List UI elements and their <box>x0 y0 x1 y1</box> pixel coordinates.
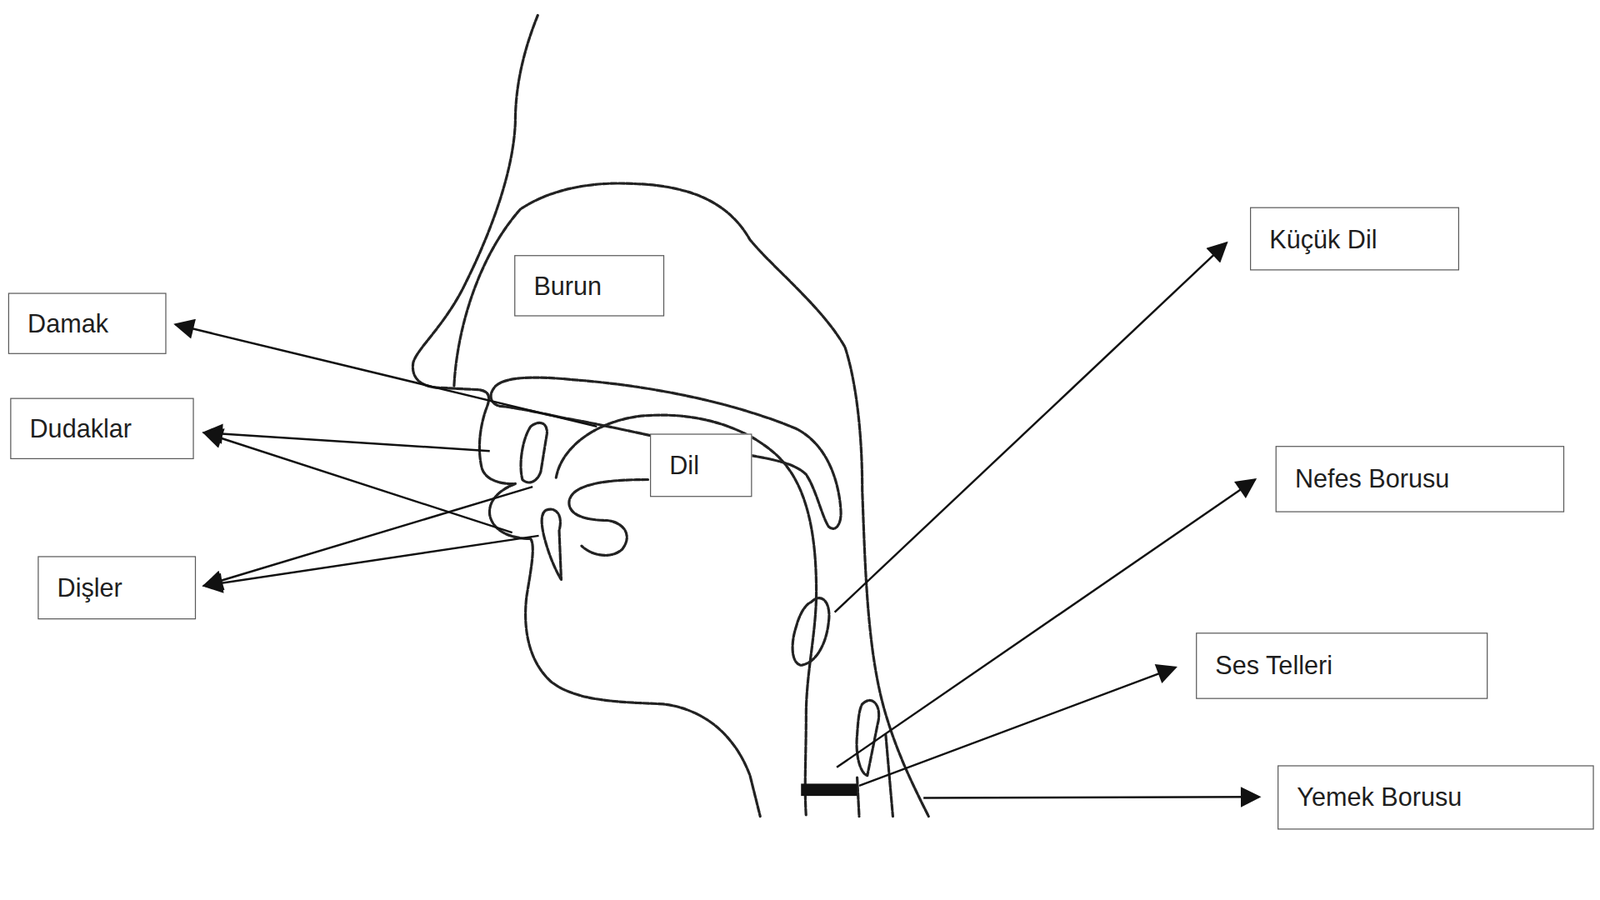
part-name: Dişler <box>57 573 123 603</box>
epiglottis <box>792 598 830 666</box>
vocal-cords-bar <box>800 783 857 796</box>
tongue-tip <box>569 480 649 556</box>
leader-line <box>835 242 1227 612</box>
lower-teeth <box>541 509 561 580</box>
leader-line <box>923 796 1260 798</box>
part-name: Ses Telleri <box>1215 650 1333 680</box>
leader-line <box>836 480 1255 768</box>
leader-line <box>204 486 533 586</box>
part-name: Burun <box>533 270 602 300</box>
part-name: Yemek Borusu <box>1296 782 1462 812</box>
part-name: Damak <box>27 309 109 339</box>
part-name: Dil <box>669 450 700 480</box>
leader-line <box>204 432 513 533</box>
label-box: Yemek Borusu <box>1277 765 1595 830</box>
label-box: Ses Telleri <box>1195 632 1488 700</box>
trachea-wall <box>857 777 860 817</box>
leader-line <box>204 535 540 586</box>
label-box: Damak <box>8 292 167 354</box>
label-box: Nefes Borusu <box>1275 445 1565 513</box>
larynx-flap <box>856 700 880 775</box>
palate <box>490 377 841 529</box>
label-box: Dil <box>650 433 752 497</box>
part-name: Nefes Borusu <box>1295 464 1450 494</box>
part-name: Küçük Dil <box>1269 224 1377 254</box>
label-box: Dişler <box>37 555 196 620</box>
label-box: Küçük Dil <box>1250 207 1460 271</box>
tongue <box>555 415 816 817</box>
leader-line <box>204 432 490 451</box>
leader-line <box>859 667 1176 786</box>
upper-teeth <box>520 422 547 483</box>
label-box: Burun <box>514 255 665 316</box>
leader-line <box>175 324 598 426</box>
part-name: Dudaklar <box>30 414 133 444</box>
label-box: Dudaklar <box>10 398 194 460</box>
face-profile <box>412 15 760 816</box>
nasal-cavity-outline <box>454 183 929 817</box>
